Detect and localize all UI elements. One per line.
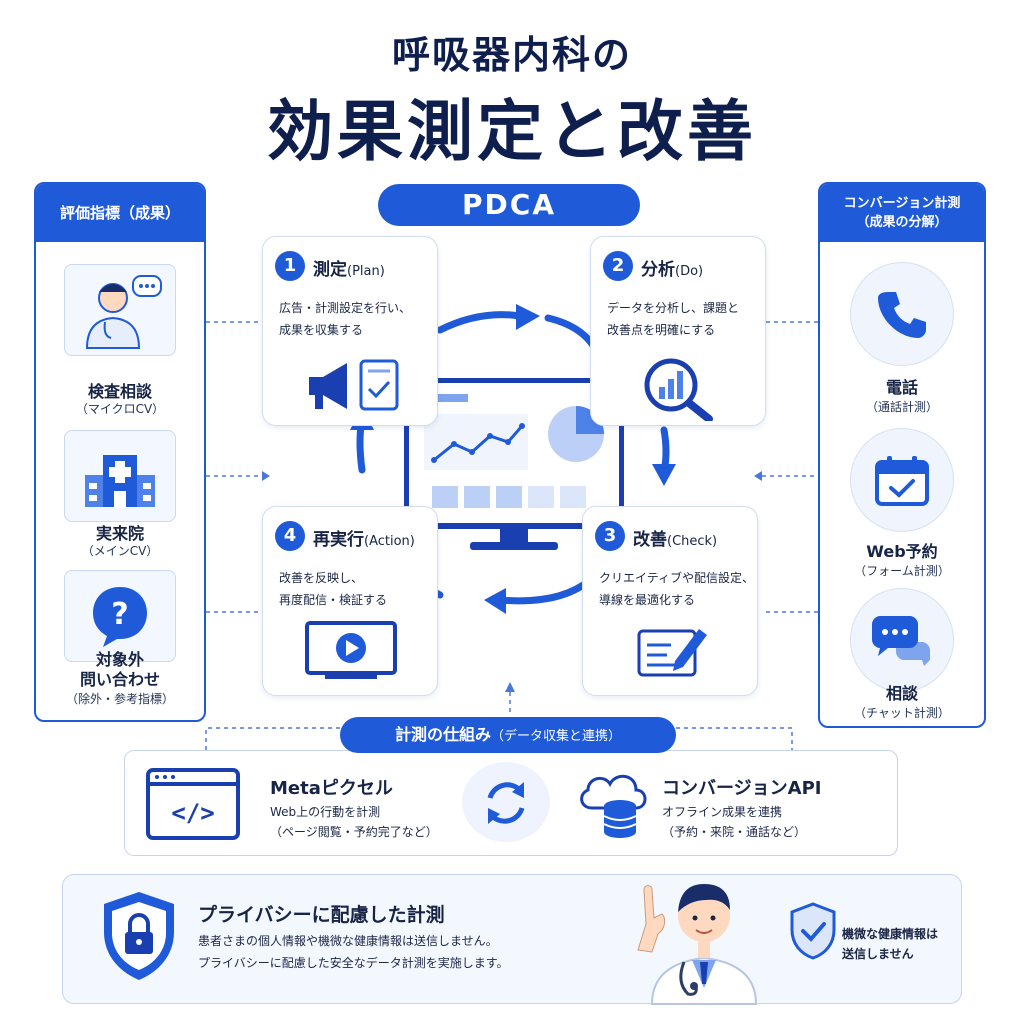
- step-number: 3: [595, 521, 625, 551]
- metric-sub-visit: （メインCV）: [81, 544, 159, 558]
- conv-sub-chat: （チャット計測）: [854, 706, 950, 720]
- doctor-chat-icon: [64, 264, 176, 356]
- step-title-jp: 改善: [633, 530, 667, 550]
- metric-label-visit: 実来院: [95, 524, 144, 543]
- play-video-icon: [263, 619, 439, 681]
- megaphone-checklist-icon: [263, 355, 439, 417]
- calendar-check-icon: [850, 428, 954, 532]
- title-line2: 効果測定と改善: [267, 93, 757, 170]
- measurement-heading: 計測の仕組み（データ収集と連携）: [340, 717, 676, 753]
- step-desc-line2: 再度配信・検証する: [279, 593, 388, 607]
- metric-sub-excluded: （除外・参考指標）: [65, 692, 174, 706]
- step-number: 1: [275, 251, 305, 281]
- conversion-heading-line1: コンバージョン計測: [843, 196, 961, 211]
- capi-title: コンバージョンAPI: [662, 778, 822, 799]
- step-desc-line1: クリエイティブや配信設定、: [599, 571, 755, 585]
- conversion-panel-heading: コンバージョン計測 （成果の分解）: [820, 184, 984, 242]
- privacy-title: プライバシーに配慮した計測: [198, 904, 445, 926]
- metric-label-consult: 検査相談: [87, 382, 152, 401]
- step-title: 改善(Check): [633, 525, 717, 550]
- privacy-note-line1: 機微な健康情報は: [842, 927, 939, 941]
- monitor-dashboard-icon: [403, 377, 625, 562]
- metric-label-excluded-2: 問い合わせ: [79, 670, 160, 689]
- step-title: 測定(Plan): [313, 255, 385, 280]
- step-card-do: 2 分析(Do) データを分析し、課題と 改善点を明確にする: [590, 236, 766, 426]
- privacy-desc-line1: 患者さまの個人情報や機微な健康情報は送信しません。: [198, 934, 498, 948]
- conv-label-chat: 相談: [885, 684, 918, 703]
- pixel-desc: Web上の行動を計測 （ページ閲覧・予約完了など）: [270, 802, 438, 842]
- privacy-note: 機微な健康情報は 送信しません: [842, 924, 938, 964]
- measurement-heading-sub: （データ収集と連携）: [491, 729, 622, 744]
- step-card-plan: 1 測定(Plan) 広告・計測設定を行い、 成果を収集する: [262, 236, 438, 426]
- step-title: 再実行(Action): [313, 525, 415, 550]
- step-desc-line2: 改善点を明確にする: [607, 323, 716, 337]
- pixel-desc-line1: Web上の行動を計測: [270, 805, 381, 819]
- phone-icon: [850, 262, 954, 366]
- step-desc-line2: 導線を最適化する: [599, 593, 696, 607]
- svg-text:?: ?: [111, 597, 128, 632]
- step-title-en: (Plan): [347, 264, 385, 279]
- step-title-en: (Action): [364, 534, 415, 549]
- conv-label-web: Web予約: [866, 542, 938, 561]
- code-window-icon: </>: [146, 768, 240, 844]
- step-card-action: 4 再実行(Action) 改善を反映し、 再度配信・検証する: [262, 506, 438, 696]
- question-icon: ?: [64, 570, 176, 662]
- doctor-pointing-icon: [622, 862, 786, 1010]
- title-line1: 呼吸器内科の: [391, 33, 632, 77]
- step-desc: クリエイティブや配信設定、 導線を最適化する: [599, 567, 755, 611]
- capi-desc: オフライン成果を連携 （予約・来院・通話など）: [662, 802, 806, 842]
- pdca-label: PDCA: [378, 184, 640, 226]
- step-title-jp: 分析: [641, 260, 675, 280]
- edit-document-icon: [583, 621, 759, 681]
- cloud-database-icon: [574, 766, 654, 844]
- metrics-panel-heading: 評価指標（成果）: [36, 184, 204, 242]
- capi-desc-line1: オフライン成果を連携: [662, 805, 783, 819]
- step-title-en: (Check): [667, 534, 718, 549]
- step-desc-line1: 改善を反映し、: [279, 571, 364, 585]
- step-desc-line2: 成果を収集する: [279, 323, 364, 337]
- magnifier-chart-icon: [591, 355, 767, 421]
- measurement-heading-main: 計測の仕組み: [394, 725, 491, 744]
- step-title: 分析(Do): [641, 255, 703, 280]
- privacy-desc: 患者さまの個人情報や機微な健康情報は送信しません。 プライバシーに配慮した安全な…: [198, 930, 509, 974]
- conv-label-phone: 電話: [885, 378, 918, 397]
- privacy-note-line2: 送信しません: [842, 947, 914, 961]
- step-title-en: (Do): [675, 264, 704, 279]
- step-desc-line1: 広告・計測設定を行い、: [279, 301, 412, 315]
- step-number: 4: [275, 521, 305, 551]
- hospital-icon: [64, 430, 176, 522]
- step-desc: 改善を反映し、 再度配信・検証する: [279, 567, 435, 611]
- step-desc: データを分析し、課題と 改善点を明確にする: [607, 297, 763, 341]
- step-number: 2: [603, 251, 633, 281]
- sync-icon: [460, 760, 552, 848]
- pixel-title: Metaピクセル: [270, 778, 393, 799]
- conversion-heading-line2: （成果の分解）: [856, 215, 948, 230]
- step-desc: 広告・計測設定を行い、 成果を収集する: [279, 297, 435, 341]
- svg-text:</>: </>: [171, 799, 214, 827]
- metric-label-excluded-1: 対象外: [95, 650, 144, 669]
- step-card-check: 3 改善(Check) クリエイティブや配信設定、 導線を最適化する: [582, 506, 758, 696]
- step-desc-line1: データを分析し、課題と: [607, 301, 740, 315]
- privacy-desc-line2: プライバシーに配慮した安全なデータ計測を実施します。: [198, 956, 509, 970]
- step-title-jp: 測定: [313, 260, 347, 280]
- conv-sub-web: （フォーム計測）: [854, 564, 950, 578]
- pixel-desc-line2: （ページ閲覧・予約完了など）: [270, 825, 438, 839]
- step-title-jp: 再実行: [313, 530, 364, 550]
- shield-lock-icon: [98, 888, 180, 988]
- metric-sub-consult: （マイクロCV）: [75, 402, 165, 416]
- capi-desc-line2: （予約・来院・通話など）: [662, 825, 807, 839]
- shield-check-icon: [788, 902, 838, 964]
- conv-sub-phone: （通話計測）: [865, 400, 938, 414]
- chat-bubbles-icon: [850, 588, 954, 692]
